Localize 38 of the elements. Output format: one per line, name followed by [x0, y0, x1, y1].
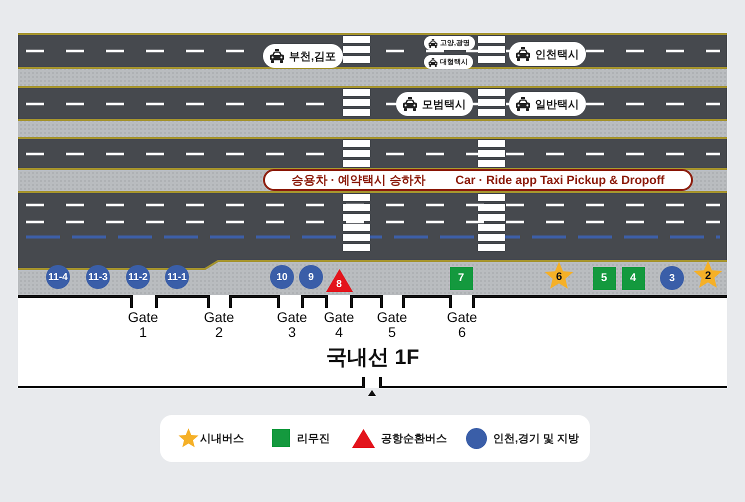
limousine-stop-marker: 7: [450, 266, 472, 290]
floor-label: 국내선 1F: [326, 345, 420, 371]
intercity-bus-stop-marker: 10: [270, 265, 294, 289]
taxi-stand-sign: [509, 42, 586, 66]
intercity-bus-stop-marker: 11-4: [46, 265, 70, 289]
city-bus-stop-marker: 2: [693, 260, 723, 288]
city-bus-stop-marker: 6: [544, 260, 574, 290]
limousine-stop-marker: 4: [622, 266, 644, 290]
intercity-bus-stop-marker: 11-1: [165, 265, 189, 289]
pickup-zone-sign: [263, 169, 693, 191]
shuttle-bus-stop-marker: 8: [326, 268, 352, 292]
zone-label: 승용차 · 예약택시 승하차: [291, 172, 426, 188]
zone-label: Car · Ride app Taxi Pickup & Dropoff: [455, 173, 665, 187]
intercity-bus-stop-marker: 3: [660, 266, 684, 290]
legend-label: 인천,경기 및 지방: [493, 432, 580, 446]
gate-label: Gate 2: [204, 310, 234, 340]
gate-label: Gate 5: [376, 310, 408, 340]
limousine-stop-marker: 5: [592, 266, 616, 290]
taxi-stand-label: 부천,김포: [289, 50, 336, 64]
gate-label: Gate 4: [324, 310, 354, 340]
taxi-stand-label: 모범택시: [422, 98, 466, 112]
gate-label: Gate 6: [446, 310, 478, 340]
intercity-bus-stop-marker: 11-2: [126, 265, 150, 289]
taxi-stand-sign: [396, 92, 473, 116]
terminal-building: [18, 295, 727, 388]
taxi-stand-label: 인천택시: [535, 48, 579, 62]
taxi-stand-sign: [263, 44, 344, 68]
legend-label: 시내버스: [200, 432, 244, 446]
taxi-stand-sign: [424, 36, 475, 50]
intercity-bus-stop-marker: 11-3: [86, 265, 110, 289]
gate-label: Gate 3: [276, 310, 308, 340]
legend-label: 공항순환버스: [381, 432, 447, 446]
intercity-bus-stop-marker: 9: [299, 265, 323, 289]
taxi-stand-label: 일반택시: [535, 98, 579, 112]
legend-label: 리무진: [297, 432, 330, 446]
gate-label: Gate 1: [128, 310, 158, 340]
taxi-stand-sign: [509, 92, 586, 116]
taxi-stand-sign: [424, 55, 473, 69]
